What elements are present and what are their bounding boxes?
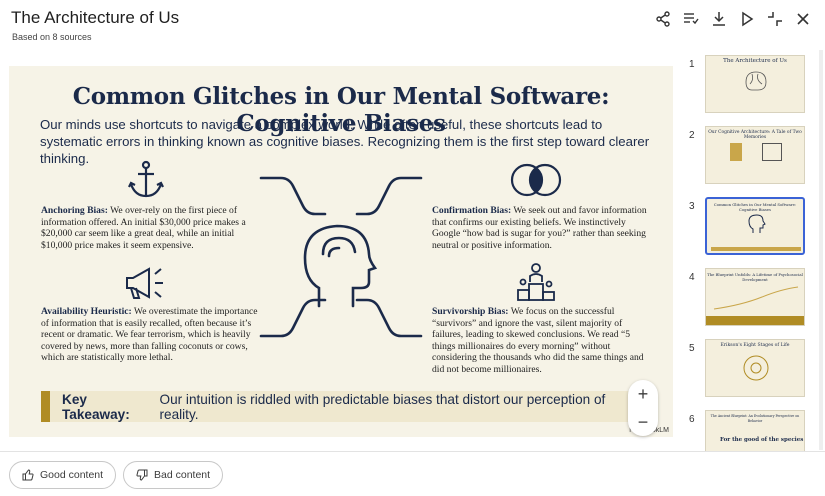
- key-takeaway: Key Takeaway: Our intuition is riddled w…: [41, 391, 633, 422]
- sources-count: Based on 8 sources: [12, 32, 92, 42]
- head-profile-icon: [748, 214, 766, 233]
- share-button[interactable]: [653, 9, 673, 29]
- thumbnail-graphic: [743, 355, 769, 381]
- zoom-in-button[interactable]: +: [637, 384, 649, 404]
- zoom-control: + −: [628, 380, 658, 436]
- thumbnail-5[interactable]: Erikson's Eight Stages of Life: [705, 339, 805, 397]
- brain-icon: [745, 71, 767, 91]
- bad-content-button[interactable]: Bad content: [123, 461, 224, 489]
- play-icon: [742, 11, 754, 27]
- close-button[interactable]: [793, 9, 813, 29]
- thumbnail-3[interactable]: Common Glitches in Our Mental Software: …: [705, 197, 805, 255]
- collapse-button[interactable]: [765, 9, 785, 29]
- zoom-out-button[interactable]: −: [637, 412, 649, 432]
- anchoring-bias: Anchoring Bias: We over-rely on the firs…: [41, 205, 246, 251]
- thumbs-down-icon: [136, 469, 148, 481]
- slide-title: Common Glitches in Our Mental Software: …: [72, 83, 610, 137]
- download-button[interactable]: [709, 9, 729, 29]
- survivorship-bias: Survivorship Bias: We focus on the succe…: [432, 306, 644, 375]
- download-icon: [713, 12, 725, 26]
- availability-heuristic: Availability Heuristic: We overestimate …: [41, 306, 258, 364]
- confirmation-bias: Confirmation Bias: We seek out and favor…: [432, 205, 647, 251]
- thumbnail-number: 6: [689, 414, 695, 425]
- thumbnail-graphic: [711, 247, 801, 251]
- podium-icon: [517, 263, 555, 301]
- thumbnail-number: 1: [689, 59, 695, 70]
- notebook-title: The Architecture of Us: [11, 8, 180, 27]
- thumbnail-number: 4: [689, 272, 695, 283]
- thumbnail-row: 2 Our Cognitive Architecture: A Tale of …: [683, 126, 813, 188]
- playlist-icon: [684, 13, 699, 25]
- thumbnail-4[interactable]: The Blueprint Unfolds: A Lifetime of Psy…: [705, 268, 805, 326]
- thumbnail-caption: For the good of the species: [720, 437, 804, 443]
- toolbar: [653, 9, 813, 29]
- share-icon: [656, 11, 670, 27]
- collapse-icon: [768, 12, 782, 26]
- thumbnail-graphic: [713, 286, 799, 310]
- thumbnail-number: 5: [689, 343, 695, 354]
- thumbnail-1[interactable]: The Architecture of Us: [705, 55, 805, 113]
- venn-icon: [510, 163, 562, 197]
- thumbnail-2[interactable]: Our Cognitive Architecture: A Tale of Tw…: [705, 126, 805, 184]
- anchor-icon: [128, 160, 164, 198]
- good-content-button[interactable]: Good content: [9, 461, 117, 489]
- thumbnail-number: 3: [689, 201, 695, 212]
- thumbnail-row: 6 The Ancient Blueprint: An Evolutionary…: [683, 410, 813, 452]
- thumbnail-graphic: [762, 143, 782, 161]
- slide-intro: Our minds use shortcuts to navigate a co…: [40, 117, 650, 166]
- megaphone-icon: [126, 267, 163, 299]
- thumbs-up-icon: [22, 469, 34, 481]
- footer-divider: [0, 451, 825, 452]
- head-profile-icon: [259, 176, 423, 338]
- present-button[interactable]: [737, 9, 757, 29]
- thumbnail-number: 2: [689, 130, 695, 141]
- thumbnail-row: 4 The Blueprint Unfolds: A Lifetime of P…: [683, 268, 813, 330]
- thumbnail-row: 3 Common Glitches in Our Mental Software…: [683, 197, 813, 259]
- thumbnail-scrollbar[interactable]: [819, 50, 823, 450]
- thumbnail-row: 1 The Architecture of Us: [683, 55, 813, 117]
- playlist-button[interactable]: [681, 9, 701, 29]
- slide-thumbnails: 1 The Architecture of Us 2 Our Cognitive…: [683, 50, 825, 452]
- thumbnail-6[interactable]: The Ancient Blueprint: An Evolutionary P…: [705, 410, 805, 452]
- close-icon: [797, 13, 809, 25]
- thumbnail-row: 5 Erikson's Eight Stages of Life: [683, 339, 813, 401]
- thumbnail-graphic: [730, 143, 742, 161]
- slide-view: Common Glitches in Our Mental Software: …: [9, 66, 673, 437]
- thumbnail-graphic: [706, 316, 804, 325]
